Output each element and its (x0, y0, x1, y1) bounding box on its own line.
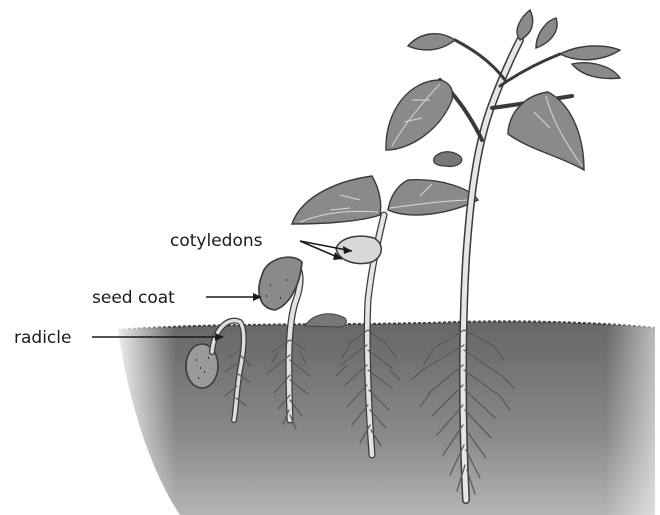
leaf (517, 10, 533, 40)
label-radicle: radicle (14, 328, 71, 348)
soil-mound (305, 314, 346, 327)
leaf (408, 34, 455, 50)
leaf (572, 63, 620, 79)
withered-cotyledon (434, 152, 462, 167)
leaf (560, 46, 620, 60)
label-seed-coat: seed coat (92, 288, 175, 308)
leaf (292, 176, 381, 224)
leaf (536, 18, 557, 48)
label-cotyledons: cotyledons (170, 231, 263, 251)
leaf (388, 180, 478, 215)
